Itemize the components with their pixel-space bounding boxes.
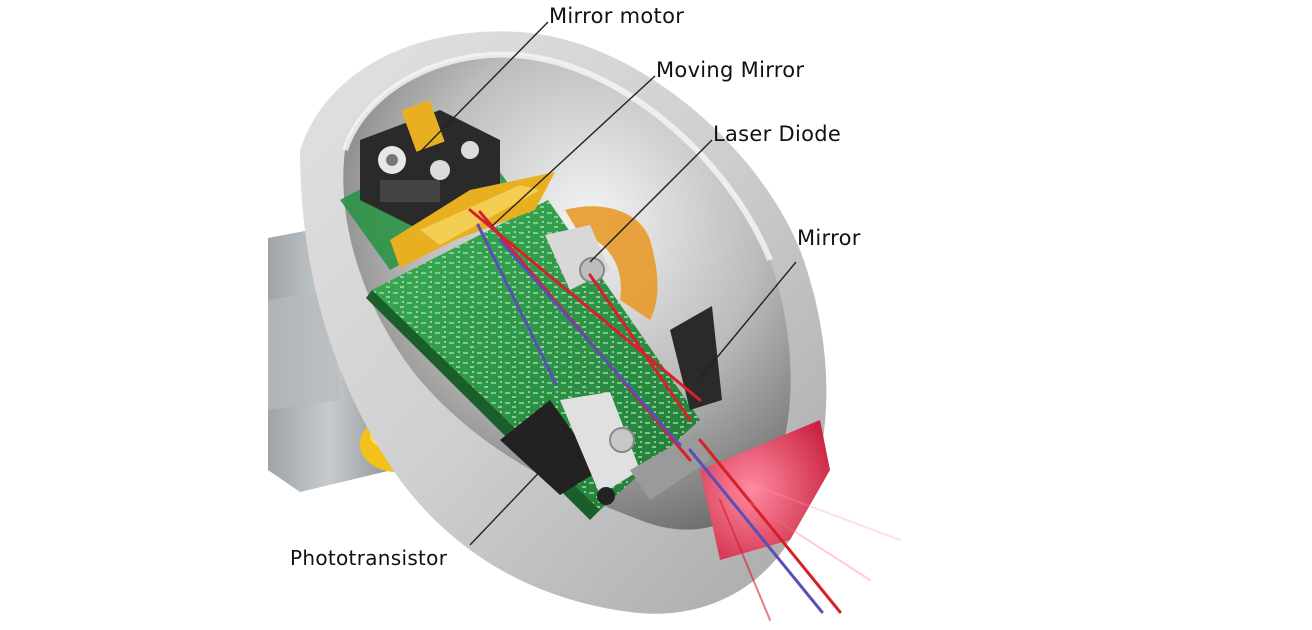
label-laser-diode: Laser Diode xyxy=(713,122,842,146)
scan-window xyxy=(700,420,830,560)
label-mirror: Mirror xyxy=(797,226,861,250)
label-mirror-motor: Mirror motor xyxy=(549,4,685,28)
laser-beams xyxy=(468,208,901,621)
leader-lines xyxy=(419,21,797,546)
phototransistor xyxy=(500,392,710,505)
label-moving-mirror: Moving Mirror xyxy=(656,58,805,82)
laser-diode xyxy=(545,206,658,320)
fixed-mirror xyxy=(670,306,722,410)
reflected-beams xyxy=(476,223,824,614)
label-phototransistor: Phototransistor xyxy=(290,546,448,570)
